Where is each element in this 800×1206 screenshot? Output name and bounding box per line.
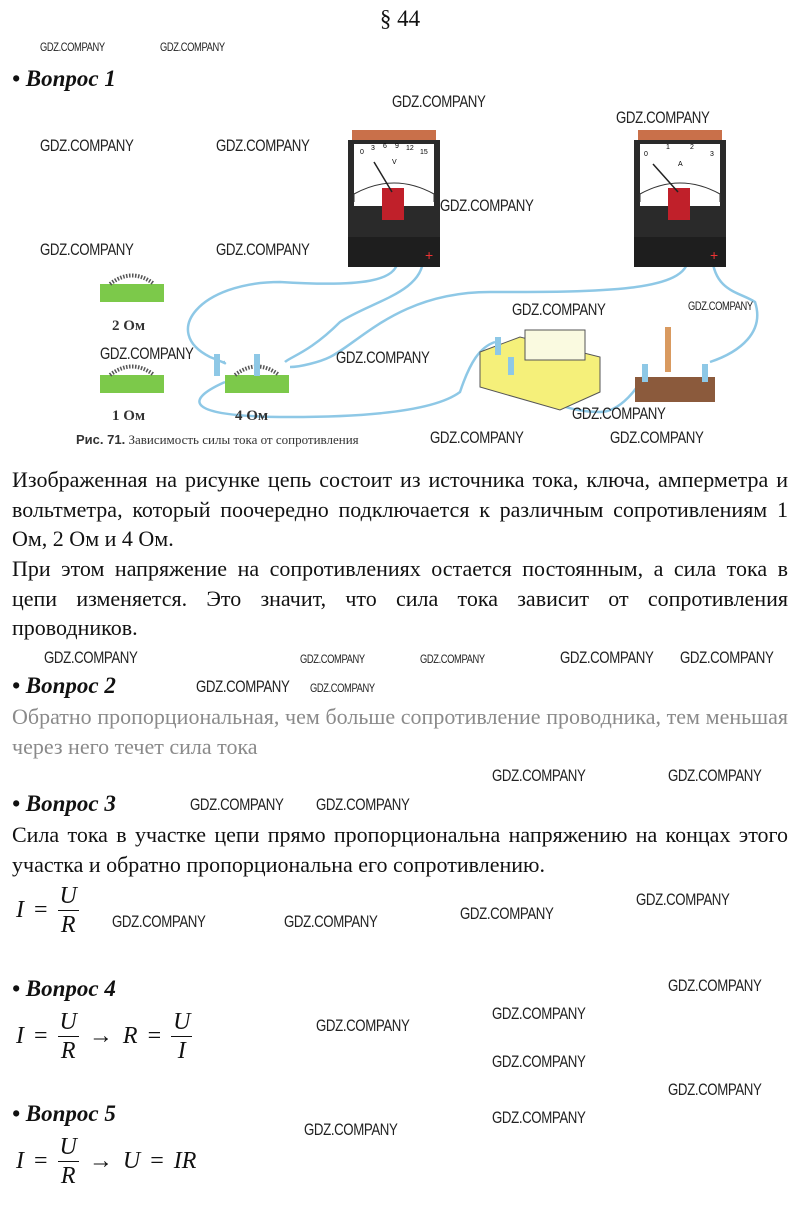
watermark: GDZ.COMPANY: [636, 890, 730, 909]
voltmeter-tick: 15: [420, 149, 428, 156]
watermark: GDZ.COMPANY: [668, 976, 762, 995]
watermark: GDZ.COMPANY: [196, 677, 290, 696]
watermark: GDZ.COMPANY: [160, 40, 225, 54]
answer-3-paragraph: Сила тока в участке цепи прямо пропорцио…: [12, 822, 788, 877]
watermark: GDZ.COMPANY: [492, 1108, 586, 1127]
ammeter-unit: A: [678, 161, 683, 168]
watermark: GDZ.COMPANY: [668, 1080, 762, 1099]
ammeter-tick: 1: [666, 144, 670, 151]
watermark: GDZ.COMPANY: [512, 300, 606, 319]
switch-key-icon: [635, 327, 715, 402]
watermark: GDZ.COMPANY: [300, 652, 365, 666]
voltmeter-icon: + 0 3 6 9 12 15 V: [348, 130, 440, 267]
circuit-figure: + 0 3 6 9 12 15 V + 0 1 2 3 A: [40, 92, 760, 452]
power-source-icon: [479, 329, 601, 411]
watermark: GDZ.COMPANY: [284, 912, 378, 931]
watermark: GDZ.COMPANY: [492, 1052, 586, 1071]
watermark: GDZ.COMPANY: [680, 648, 774, 667]
watermark: GDZ.COMPANY: [40, 40, 105, 54]
answer-2-paragraph: Обратно пропорциональная, чем больше соп…: [12, 704, 788, 759]
answer-1-paragraph-2: При этом напряжение на сопротивлениях ос…: [12, 556, 788, 640]
watermark: GDZ.COMPANY: [112, 912, 206, 931]
ammeter-tick: 0: [644, 151, 648, 158]
page-title: § 44: [379, 6, 421, 31]
voltmeter-tick: 12: [406, 145, 414, 152]
watermark: GDZ.COMPANY: [40, 240, 134, 259]
voltmeter-tick: 0: [360, 149, 364, 156]
watermark: GDZ.COMPANY: [304, 1120, 398, 1139]
question-1-heading: • Вопрос 1: [12, 66, 116, 91]
watermark: GDZ.COMPANY: [492, 766, 586, 785]
watermark: GDZ.COMPANY: [310, 681, 375, 695]
watermark: GDZ.COMPANY: [610, 428, 704, 447]
watermark: GDZ.COMPANY: [668, 766, 762, 785]
svg-text:+: +: [710, 247, 718, 263]
question-4-heading: • Вопрос 4: [12, 976, 116, 1001]
watermark: GDZ.COMPANY: [44, 648, 138, 667]
watermark: GDZ.COMPANY: [216, 136, 310, 155]
watermark: GDZ.COMPANY: [336, 348, 430, 367]
resistor-label-4ohm: 4 Ом: [235, 408, 268, 424]
watermark: GDZ.COMPANY: [190, 795, 284, 814]
watermark: GDZ.COMPANY: [430, 428, 524, 447]
voltmeter-tick: 3: [371, 145, 375, 152]
svg-text:+: +: [425, 247, 433, 263]
question-2-heading: • Вопрос 2: [12, 673, 116, 698]
watermark: GDZ.COMPANY: [216, 240, 310, 259]
watermark: GDZ.COMPANY: [392, 92, 486, 111]
ammeter-tick: 3: [710, 151, 714, 158]
watermark: GDZ.COMPANY: [688, 299, 753, 313]
watermark: GDZ.COMPANY: [420, 652, 485, 666]
resistor-label-2ohm: 2 Ом: [112, 318, 145, 334]
resistor-2ohm-icon: [100, 273, 164, 302]
watermark: GDZ.COMPANY: [492, 1004, 586, 1023]
figure-caption: Рис. 71. Зависимость силы тока от сопрот…: [76, 432, 359, 447]
voltmeter-tick: 6: [383, 143, 387, 150]
answer-1-paragraph-1: Изображенная на рисунке цепь состоит из …: [12, 467, 788, 551]
ammeter-icon: + 0 1 2 3 A: [634, 130, 726, 267]
watermark: GDZ.COMPANY: [316, 795, 410, 814]
ammeter-tick: 2: [690, 144, 694, 151]
watermark: GDZ.COMPANY: [572, 404, 666, 423]
watermark: GDZ.COMPANY: [40, 136, 134, 155]
question-5-heading: • Вопрос 5: [12, 1101, 116, 1126]
resistor-label-1ohm: 1 Ом: [112, 408, 145, 424]
watermark: GDZ.COMPANY: [560, 648, 654, 667]
voltmeter-tick: 9: [395, 143, 399, 150]
watermark: GDZ.COMPANY: [440, 196, 534, 215]
resistor-4ohm-icon: [214, 354, 289, 393]
voltmeter-unit: V: [392, 159, 397, 166]
question-3-heading: • Вопрос 3: [12, 791, 116, 816]
watermark: GDZ.COMPANY: [316, 1016, 410, 1035]
watermark: GDZ.COMPANY: [616, 108, 710, 127]
resistor-1ohm-icon: [100, 364, 164, 393]
watermark: GDZ.COMPANY: [100, 344, 194, 363]
watermark: GDZ.COMPANY: [460, 904, 554, 923]
